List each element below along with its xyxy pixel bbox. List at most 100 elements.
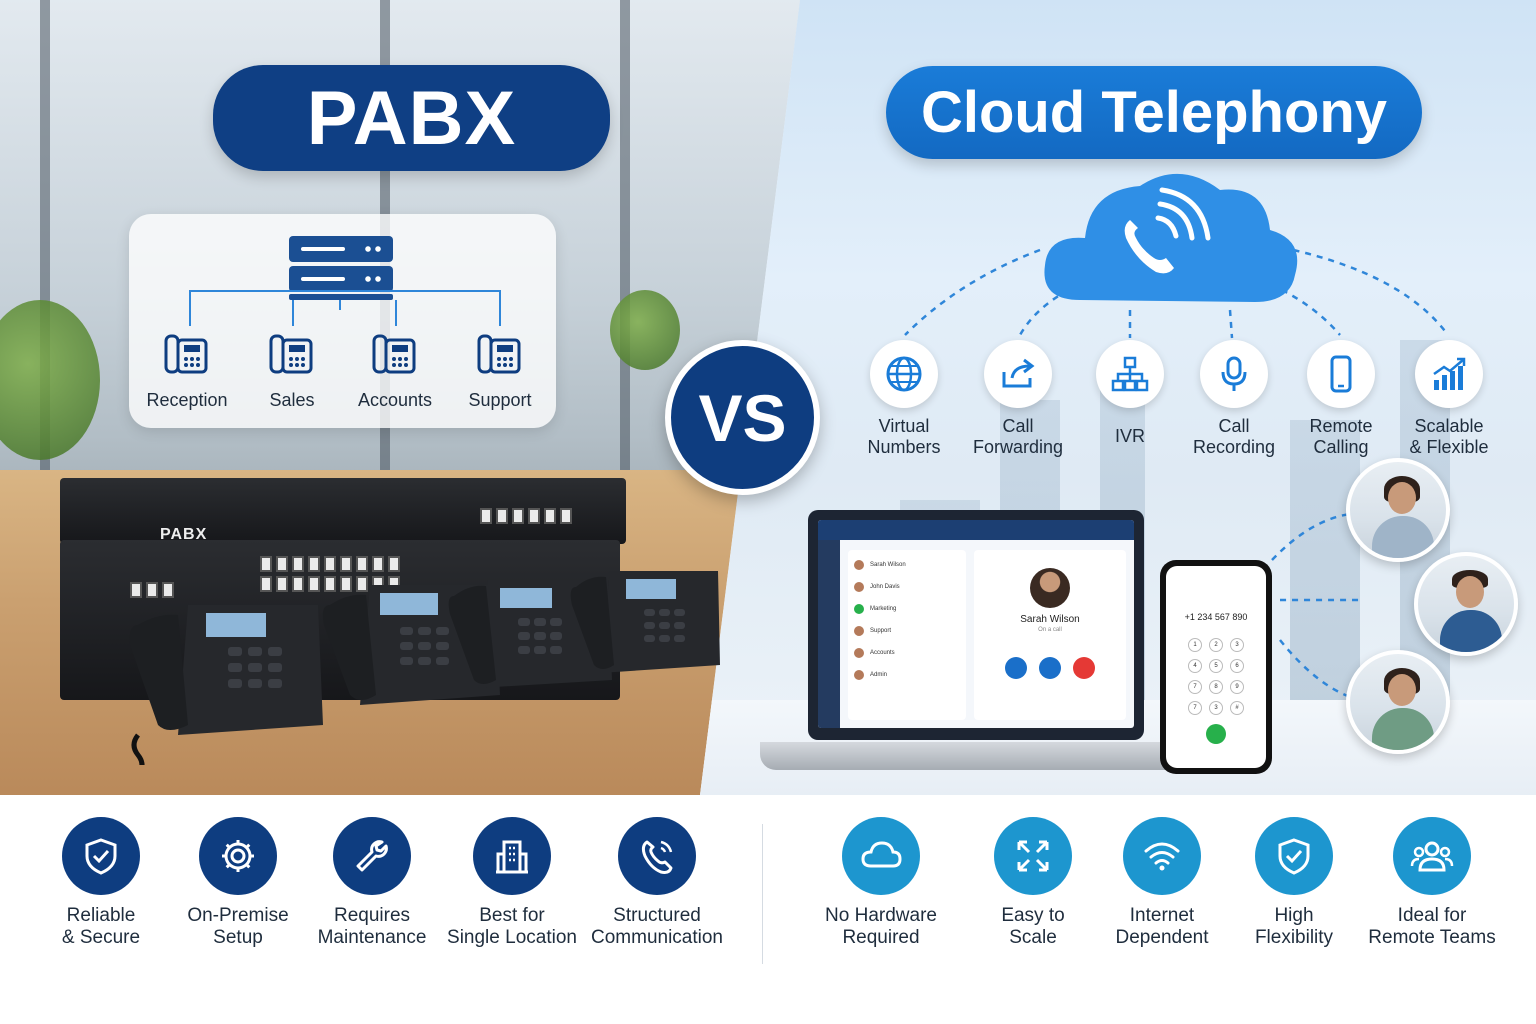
contact-item[interactable]: Support [854,622,891,640]
caller-name: Sarah Wilson [1020,614,1080,625]
dial-key[interactable]: 5 [1209,659,1223,673]
dial-key[interactable]: 6 [1230,659,1244,673]
diagram-node-label: Sales [269,390,315,410]
dial-key[interactable]: 1 [1188,638,1202,652]
hold-button[interactable] [1039,657,1061,679]
connector-line [189,290,499,292]
contact-name: Support [870,628,892,634]
expand-arrows-icon [994,817,1072,895]
phone-ring-icon [618,817,696,895]
server-icon [289,236,393,262]
feature-label: Call [1002,416,1034,436]
diagram-node-sales: Sales [242,332,342,411]
feature-label: Ideal for [1397,905,1467,926]
diagram-node-label: Accounts [357,390,433,410]
feature-scalable: Scalable& Flexible [1384,340,1514,458]
feature-label: Maintenance [317,927,427,948]
feature-label: Easy to [1001,905,1065,926]
dial-key[interactable]: 7 [1188,701,1202,715]
feature-label: Numbers [867,437,941,457]
phone-signal-icon [1124,187,1211,274]
cloud-icon [842,817,920,895]
feature-label: Flexibility [1254,927,1334,948]
contact-item[interactable]: John Davis [854,578,900,596]
cloud-telephony-title: Cloud Telephony [886,66,1422,159]
dial-key[interactable]: 9 [1230,680,1244,694]
feature-label: Dependent [1115,927,1209,948]
caller-avatar [1030,568,1070,608]
desk-phone-icon [372,332,418,376]
end-call-button[interactable] [1073,657,1095,679]
avatar [854,582,864,592]
feature-label: Reliable [66,905,136,926]
dial-key[interactable]: # [1230,701,1244,715]
office-plant [610,290,680,370]
remote-worker-avatar [1346,458,1450,562]
caller-status: On a call [1038,627,1062,633]
contact-item[interactable]: Accounts [854,644,895,662]
feature-label: Internet [1129,905,1195,926]
feature-label: Single Location [447,927,577,948]
desk-phone [570,571,720,673]
pabx-hardware-label: PABX [160,526,208,543]
remote-links [1271,512,1361,702]
hierarchy-icon [1096,340,1164,408]
pabx-diagram: Reception Sales Accounts Support [129,214,556,428]
cloud-diagram [904,173,1450,339]
pabx-rack-unit: PABX [60,478,626,544]
contact-item[interactable]: Marketing [854,600,896,618]
feature-label: IVR [1114,426,1145,446]
desk-phone [129,605,323,765]
contact-name: John Davis [870,584,900,590]
app-topbar [818,520,1134,540]
microphone-icon [1200,340,1268,408]
contact-item[interactable]: Sarah Wilson [854,556,906,574]
dial-key[interactable]: 2 [1209,638,1223,652]
section-divider [762,824,763,964]
dial-key[interactable]: 3 [1209,701,1223,715]
dial-key[interactable]: 8 [1209,680,1223,694]
contact-name: Accounts [870,650,895,656]
feature-label: Communication [591,927,723,948]
avatar [854,648,864,658]
port-row [260,576,400,592]
vs-badge: VS [665,340,820,495]
globe-icon [870,340,938,408]
cloud-icon [1044,173,1298,302]
port-row [480,508,572,524]
app-sidebar [818,540,840,728]
gear-icon [199,817,277,895]
window-frame [40,0,50,500]
feature-label: Forwarding [972,437,1064,457]
contact-item[interactable]: Admin [854,666,887,684]
remote-worker-avatar [1414,552,1518,656]
dialed-number: +1 234 567 890 [1184,612,1248,622]
connector-line [395,300,397,326]
feature-label: Best for [479,905,545,926]
connector-line [499,290,501,326]
contact-name: Sarah Wilson [870,562,906,568]
dial-key[interactable]: 4 [1188,659,1202,673]
server-icon [289,266,393,292]
avatar [854,670,864,680]
call-button[interactable] [1206,724,1226,744]
dial-key[interactable]: 7 [1188,680,1202,694]
connector-line [189,290,191,326]
feature-label: Scale [1009,927,1057,948]
smartphone-icon [1307,340,1375,408]
dial-key[interactable]: 3 [1230,638,1244,652]
mute-button[interactable] [1005,657,1027,679]
connector-line [292,300,294,326]
smartphone: +1 234 567 890 1 2 3 4 5 6 7 8 9 7 3 # [1160,560,1272,774]
feature-label: No Hardware [825,905,937,926]
pabx-title: PABX [213,65,610,171]
avatar [854,560,864,570]
